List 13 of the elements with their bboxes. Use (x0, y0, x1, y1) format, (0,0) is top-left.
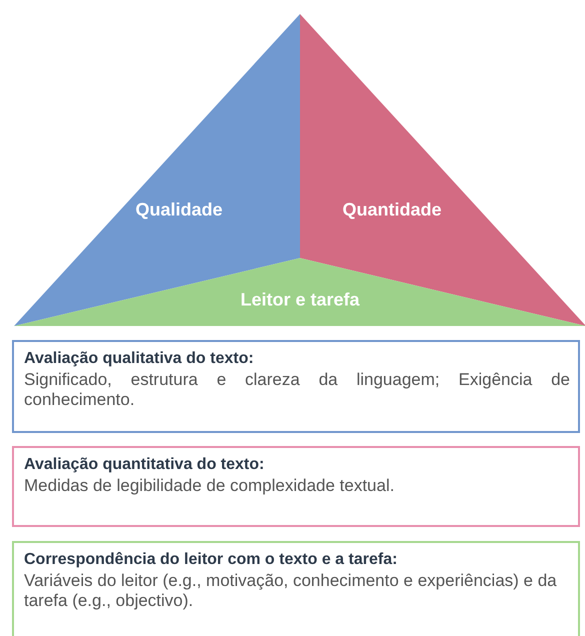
box-heading: Avaliação quantitativa do texto: (24, 456, 266, 474)
description-box (12, 541, 580, 636)
segment-label: Qualidade (135, 200, 223, 220)
triangle-segment (14, 258, 585, 327)
box-description: Medidas de legibilidade de complexidade textual. (24, 476, 396, 496)
description-box (12, 340, 580, 433)
segment-label: Quantidade (342, 200, 442, 220)
segment-label: Leitor e tarefa (240, 290, 360, 310)
box-heading: Avaliação qualitativa do texto: (24, 350, 255, 368)
box-description: Variáveis do leitor (e.g., motivação, conhecimento e experiências) e da tarefa (e.g., objectivo). (24, 571, 558, 611)
description-box (12, 446, 580, 527)
box-heading: Correspondência do leitor com o texto e a tarefa: (24, 551, 398, 569)
box-description: Significado, estrutura e clareza da linguagem; Exigência de conhecimento. (24, 370, 570, 410)
